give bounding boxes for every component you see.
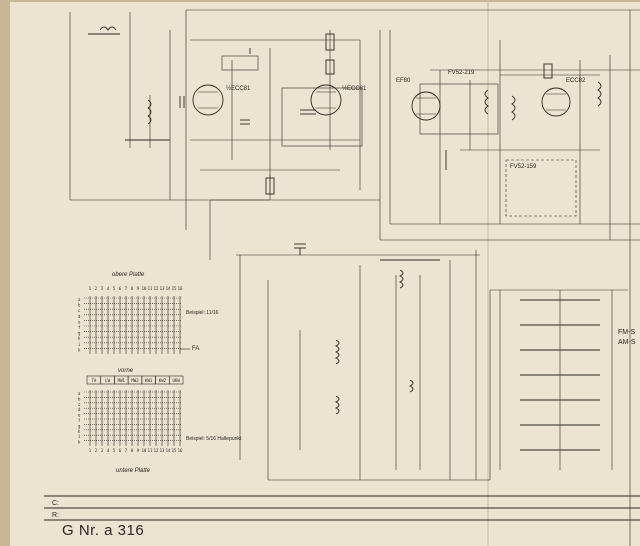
grid-row-letter: a [78, 391, 81, 396]
grid-row-letter: d [78, 407, 81, 412]
grid-number: 12 [154, 286, 159, 291]
bottom-reference-rows: C: R: [44, 495, 640, 521]
grid-row-letter: i [78, 342, 81, 347]
tube-3-label: EF80 [396, 78, 411, 84]
grid-number: 9 [137, 448, 140, 453]
top-example-label: Beispiel: 11/16 [186, 310, 219, 316]
grid-number: 2 [95, 448, 98, 453]
bottom-switch-grid [84, 390, 182, 446]
grid-number: 13 [160, 448, 165, 453]
grid-row-letter: k [78, 347, 81, 352]
fm-section-label: FM-S [618, 329, 635, 336]
c-row-label: C: [52, 500, 59, 507]
front-label: vorne [118, 368, 134, 374]
grid-number: 5 [113, 448, 116, 453]
grid-row-letter: c [78, 308, 81, 313]
document-title: G Nr. a 316 [62, 522, 145, 539]
grid-number: 10 [142, 286, 147, 291]
grid-number: 6 [119, 286, 122, 291]
am-section-label: AM-S [618, 339, 636, 346]
tube-3: EF80 [396, 78, 441, 121]
grid-number: 8 [131, 286, 134, 291]
grid-number: 11 [148, 286, 153, 291]
tube-4-label: ECC82 [566, 78, 586, 84]
grid-row-letter: b [78, 303, 81, 308]
grid-number: 7 [125, 448, 128, 453]
bottom-plate-caption: untere Platte [116, 468, 151, 474]
grid-number: 3 [101, 286, 104, 291]
grid-row-letter: i [78, 434, 81, 439]
grid-row-letter: f [78, 418, 81, 423]
grid-number: 14 [166, 448, 171, 453]
tube-4: ECC82 [541, 78, 586, 117]
grid-number: 11 [148, 448, 153, 453]
grid-row-letter: e [78, 319, 81, 324]
band-header-row: TA LW MW1 MW2 KW1 KW2 UKW [86, 375, 184, 385]
tube-2: ½ECC81 [310, 84, 367, 116]
grid-number: 1 [89, 286, 92, 291]
upper-circuit [69, 9, 640, 546]
bottom-example-label: Beispiel: 5/16 Haltepunkt [186, 436, 242, 442]
band-cell [168, 375, 184, 385]
top-switch-grid [84, 296, 182, 354]
grid-row-letter: b [78, 396, 81, 401]
fa-axis-label: FA [192, 346, 199, 352]
grid-number: 9 [137, 286, 140, 291]
grid-number: 5 [113, 286, 116, 291]
grid-number: 13 [160, 286, 165, 291]
top-plate-caption: obere Platte [112, 272, 145, 278]
tube-1-label: ½ECC81 [226, 85, 251, 92]
grid-number: 12 [154, 448, 159, 453]
grid-row-letter: a [78, 297, 81, 302]
filter-1-label: FV52-219 [448, 70, 475, 76]
grid-row-letter: e [78, 413, 81, 418]
band-name: UKW [173, 378, 181, 383]
grid-row-letter: g [78, 423, 81, 428]
band-name: MW2 [131, 378, 139, 383]
grid-row-letter: c [78, 402, 81, 407]
tube-2-label: ½ECC81 [342, 85, 367, 92]
grid-number: 3 [101, 448, 104, 453]
grid-number: 10 [142, 448, 147, 453]
grid-number: 15 [172, 286, 177, 291]
band-name: KW1 [145, 378, 153, 383]
grid-row-letter: h [78, 336, 81, 341]
grid-number: 16 [178, 448, 183, 453]
tube-1: ½ECC81 [192, 84, 251, 116]
grid-row-letter: k [78, 440, 81, 445]
grid-row-letter: g [78, 331, 81, 336]
grid-number: 4 [107, 286, 110, 291]
grid-number: 1 [89, 448, 92, 453]
grid-number: 16 [178, 286, 183, 291]
grid-number: 7 [125, 286, 128, 291]
grid-row-letter: d [78, 314, 81, 319]
grid-row-letter: f [78, 325, 81, 330]
r-row-label: R: [52, 512, 59, 519]
band-name: KW2 [159, 378, 167, 383]
band-name: MW1 [118, 378, 126, 383]
grid-row-letter: h [78, 429, 81, 434]
grid-number: 2 [95, 286, 98, 291]
band-switch-circuit [236, 243, 628, 481]
paper [10, 2, 640, 546]
band-name: TA [91, 378, 96, 383]
grid-number: 6 [119, 448, 122, 453]
grid-number: 14 [166, 286, 171, 291]
grid-number: 8 [131, 448, 134, 453]
band-name: LW [105, 378, 110, 383]
grid-number: 4 [107, 448, 110, 453]
filter-2-label: FV52-159 [510, 164, 537, 170]
grid-number: 15 [172, 448, 177, 453]
